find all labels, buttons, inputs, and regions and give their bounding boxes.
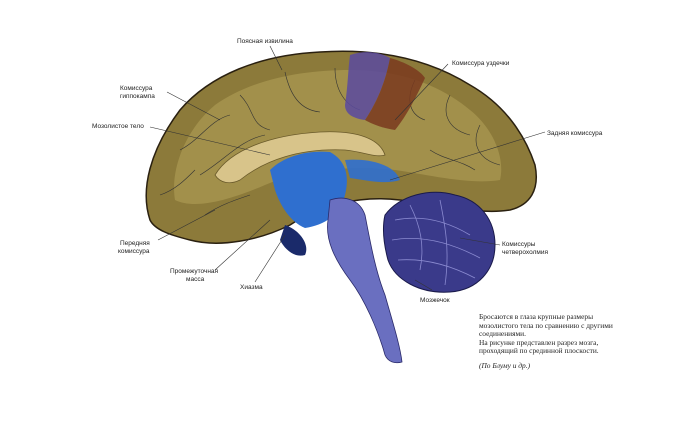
caption-line: На рисунке представлен разрез мозга, bbox=[479, 337, 599, 347]
cerebrum bbox=[145, 50, 537, 256]
label-corpus-callosum: Мозолистое тело bbox=[92, 123, 144, 130]
label-hippocampal-commissure-1: Комиссура bbox=[120, 85, 153, 92]
figure-caption: Бросаются в глаза крупные размеры мозоли… bbox=[479, 312, 667, 356]
label-intermediate-mass-2: масса bbox=[186, 276, 205, 283]
label-cingulate-gyrus: Поясная извилина bbox=[237, 38, 293, 45]
label-anterior-commissure-2: комиссура bbox=[118, 248, 150, 255]
caption-line: мозолистого тела по сравнению с другими bbox=[479, 320, 613, 330]
cerebellum-shape bbox=[383, 191, 496, 293]
leader-lines bbox=[149, 45, 546, 291]
brainstem bbox=[327, 197, 403, 364]
label-habenular-commissure: Комиссура уздечки bbox=[452, 60, 510, 67]
label-posterior-commissure: Задняя комиссура bbox=[547, 130, 603, 137]
caption-line: проходящий по срединной плоскости. bbox=[479, 346, 599, 356]
label-intermediate-mass-1: Промежуточная bbox=[170, 268, 219, 275]
figure-credit: (По Блуму и др.) bbox=[479, 361, 531, 370]
caption-line: Бросаются в глаза крупные размеры bbox=[479, 312, 594, 321]
label-quadrigeminal-commissures-2: четверохолмия bbox=[502, 249, 548, 256]
label-anterior-commissure-1: Передняя bbox=[120, 240, 150, 247]
label-quadrigeminal-commissures-1: Комиссуры bbox=[502, 241, 536, 248]
caption-line: соединениями. bbox=[479, 329, 526, 339]
label-cerebellum: Мозжечок bbox=[420, 297, 450, 304]
label-hippocampal-commissure-2: гиппокампа bbox=[120, 93, 155, 100]
label-chiasm: Хиазма bbox=[240, 284, 263, 291]
